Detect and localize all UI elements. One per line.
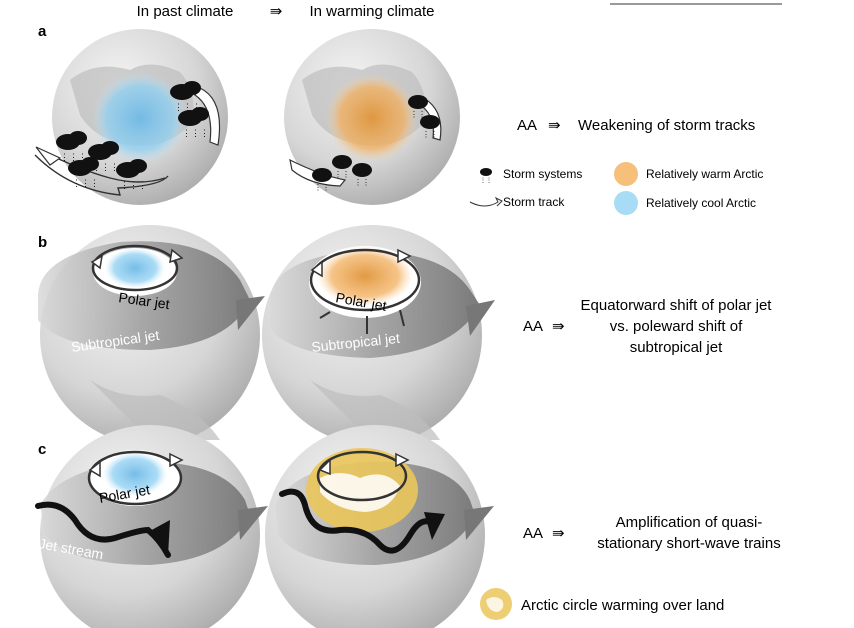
legend-land-warming: Arctic circle warming over land: [521, 597, 724, 614]
panel-c-statement-1: Amplification of quasi-: [616, 514, 763, 531]
polar-jet-ring: [91, 244, 179, 292]
header-arrow: ⇛: [270, 3, 283, 20]
svg-text:⋮⋮⋮: ⋮⋮⋮: [174, 102, 201, 112]
svg-text:⋮⋮: ⋮⋮: [480, 178, 492, 184]
legend-cool-arctic: Relatively cool Arctic: [646, 196, 756, 210]
storm-cloud-icon: ⋮⋮⋮: [116, 159, 147, 190]
wavy-jet-stream: [279, 488, 433, 554]
legend-land-warming-icon: [480, 588, 512, 620]
header-past-climate: In past climate: [137, 3, 234, 20]
svg-text:⋮⋮: ⋮⋮: [314, 183, 330, 192]
polar-jet-ring: [87, 450, 183, 506]
panel-a-aa: AA: [517, 117, 537, 134]
panel-c-label: c: [38, 441, 46, 458]
globe-b-warming: [262, 225, 495, 445]
polar-jet-label-b1: Polar jet: [118, 289, 171, 312]
legend-storm-systems-icon: ⋮⋮: [480, 168, 492, 184]
svg-text:⋮⋮: ⋮⋮: [422, 130, 438, 139]
panel-b-arrow: ⇛: [552, 318, 565, 335]
legend-storm-track: Storm track: [503, 195, 565, 209]
polar-jet-ring: [309, 248, 421, 312]
panel-b-statement-2: vs. poleward shift of: [610, 318, 743, 335]
storm-cloud-icon: ⋮⋮: [312, 168, 332, 192]
panel-b-statement-1: Equatorward shift of polar jet: [581, 297, 773, 314]
panel-b-statement-3: subtropical jet: [630, 339, 723, 356]
warm-arctic-blob: [317, 246, 413, 306]
svg-text:⋮⋮⋮: ⋮⋮⋮: [72, 178, 99, 188]
svg-text:⋮⋮⋮: ⋮⋮⋮: [120, 180, 147, 190]
storm-cloud-icon: ⋮⋮⋮: [68, 157, 99, 188]
storm-cloud-icon: ⋮⋮: [420, 115, 440, 139]
legend-cool-swatch: [614, 191, 638, 215]
svg-text:⋮⋮: ⋮⋮: [354, 178, 370, 187]
storm-cloud-icon: ⋮⋮: [408, 95, 428, 119]
storm-cloud-icon: ⋮⋮⋮: [178, 107, 209, 138]
storm-cloud-icon: ⋮⋮⋮: [88, 141, 119, 172]
legend-storm-systems: Storm systems: [503, 167, 582, 181]
panel-b-label: b: [38, 234, 47, 251]
polar-jet-ring: [316, 450, 408, 502]
svg-text:⋮⋮⋮: ⋮⋮⋮: [60, 152, 87, 162]
globe-c-warming: [265, 425, 494, 628]
globe-c-past: [35, 425, 268, 628]
legend-storm-track-icon: [469, 196, 503, 207]
panel-b-aa: AA: [523, 318, 543, 335]
panel-a-arrow: ⇛: [548, 117, 561, 134]
cool-arctic-blob: [105, 248, 165, 288]
svg-text:⋮⋮⋮: ⋮⋮⋮: [92, 162, 119, 172]
panel-c-statement-2: stationary short-wave trains: [597, 535, 780, 552]
storm-cloud-icon: ⋮⋮: [352, 163, 372, 187]
legend-warm-swatch: [614, 162, 638, 186]
cool-arctic-blob: [92, 72, 188, 164]
svg-text:⋮⋮: ⋮⋮: [334, 170, 350, 179]
storm-cloud-icon: ⋮⋮: [332, 155, 352, 179]
panel-c-aa: AA: [523, 525, 543, 542]
globe-b-past: [38, 225, 265, 445]
panel-a-statement: Weakening of storm tracks: [578, 117, 755, 134]
svg-text:⋮⋮: ⋮⋮: [410, 110, 426, 119]
cool-arctic-blob: [103, 452, 167, 496]
subtropical-jet-band: [38, 241, 250, 350]
panel-c-arrow: ⇛: [552, 525, 565, 542]
storm-cloud-icon: ⋮⋮⋮: [170, 81, 201, 112]
header-warming-climate: In warming climate: [309, 3, 434, 20]
warm-arctic-blob: [326, 74, 418, 162]
panel-a-label: a: [38, 23, 47, 40]
storm-cloud-icon: ⋮⋮⋮: [56, 131, 87, 162]
svg-text:⋮⋮⋮: ⋮⋮⋮: [182, 128, 209, 138]
legend-warm-arctic: Relatively warm Arctic: [646, 167, 763, 181]
